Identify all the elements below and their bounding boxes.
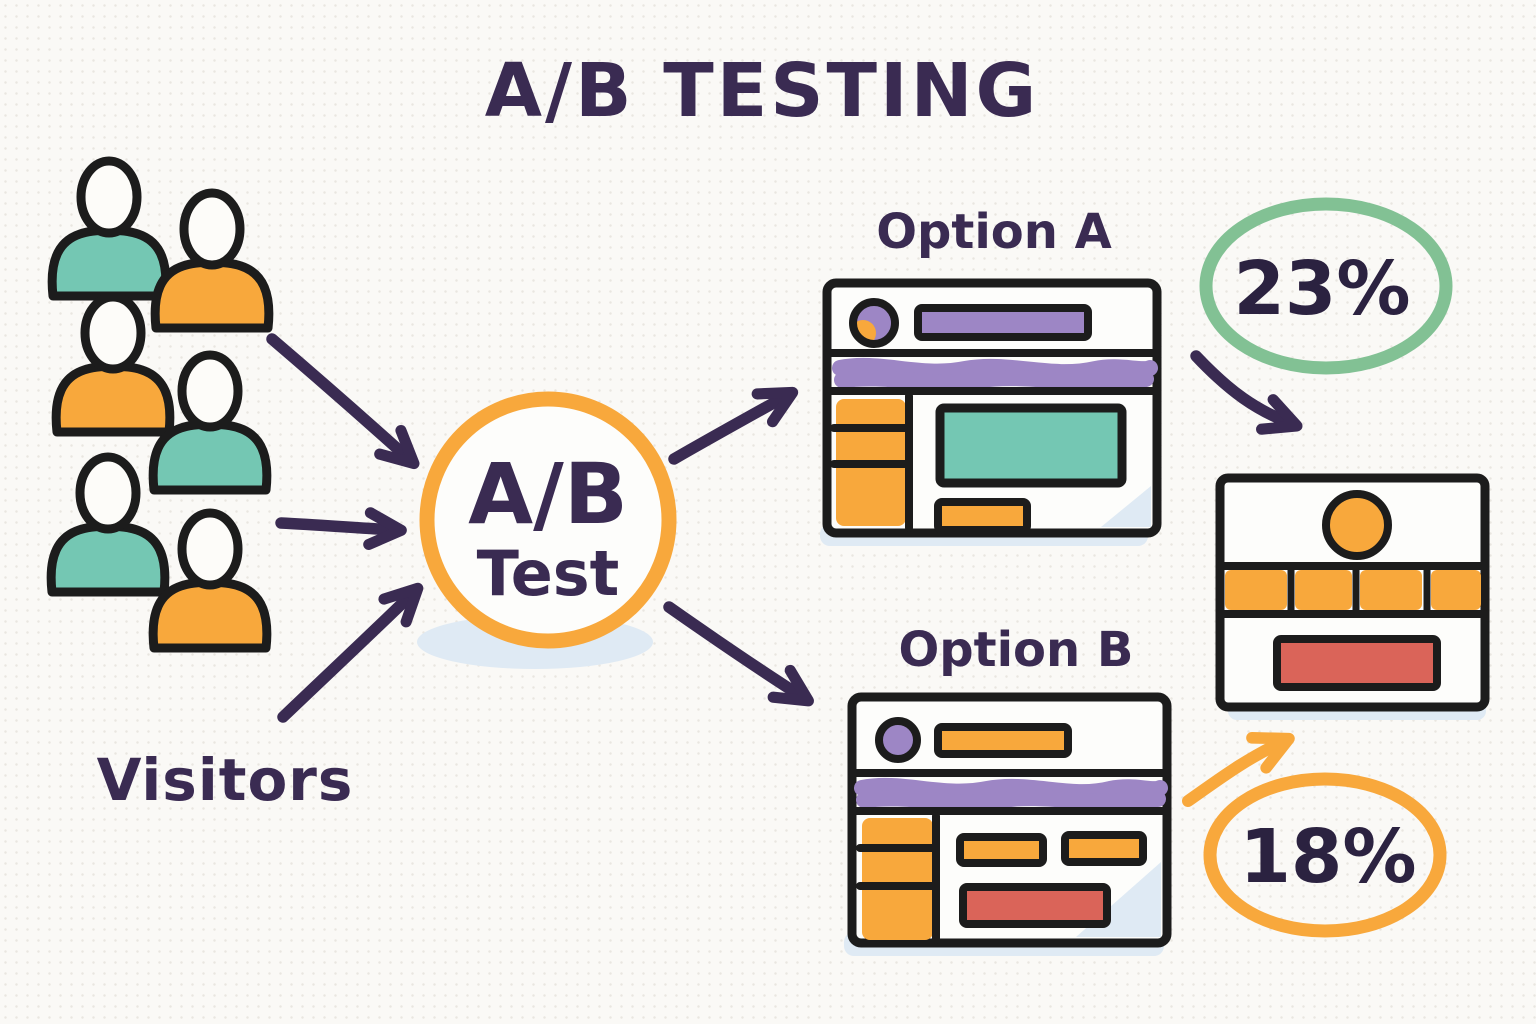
ab-test-label-line1: A/B bbox=[468, 445, 628, 543]
ab-test-label-line2: Test bbox=[477, 537, 620, 610]
conversion-b-circle bbox=[1203, 772, 1447, 938]
arrow-to-option-a bbox=[668, 386, 799, 465]
conversion-a-circle bbox=[1199, 197, 1453, 375]
option-b-label: Option B bbox=[898, 622, 1133, 678]
option-b-button bbox=[956, 833, 1047, 867]
conversion-b-value: 18% bbox=[1239, 814, 1416, 900]
option-b: Option B bbox=[844, 622, 1172, 956]
arrow-to-option-b bbox=[663, 601, 815, 707]
option-a-avatar-icon bbox=[849, 298, 899, 348]
visitor-arrows bbox=[266, 333, 424, 723]
option-b-button bbox=[1061, 831, 1147, 866]
visitor-arrow-middle bbox=[275, 507, 407, 551]
arrow-b-to-result bbox=[1182, 732, 1295, 807]
result-menu-cells bbox=[1225, 570, 1481, 610]
result-avatar-icon bbox=[1322, 490, 1392, 560]
page-title: A/B TESTING bbox=[485, 48, 1039, 134]
result-cta-block bbox=[1273, 635, 1441, 691]
conversion-b: 18% bbox=[1182, 732, 1447, 938]
option-a-search-bar bbox=[914, 304, 1092, 341]
option-b-avatar-icon bbox=[875, 717, 921, 763]
option-b-sidebar bbox=[862, 818, 933, 940]
option-b-nav-bar bbox=[854, 777, 1168, 811]
result-panel bbox=[1215, 473, 1490, 720]
visitor-arrow-top bbox=[266, 333, 420, 470]
option-a-label: Option A bbox=[876, 204, 1112, 260]
visitor-icon bbox=[155, 193, 269, 328]
visitor-icon bbox=[51, 457, 165, 592]
ab-test-node: A/B Test bbox=[417, 391, 677, 669]
visitor-icon bbox=[153, 513, 267, 648]
option-b-search-bar bbox=[934, 723, 1072, 758]
conversion-a-value: 23% bbox=[1233, 246, 1410, 332]
arrow-a-to-result bbox=[1190, 350, 1303, 435]
option-a-corner-shade bbox=[1101, 486, 1151, 527]
visitor-icon bbox=[52, 161, 166, 296]
option-a: Option A bbox=[820, 204, 1162, 546]
ab-test-circle bbox=[419, 391, 677, 649]
option-b-hero-block bbox=[959, 883, 1111, 928]
visitors-label: Visitors bbox=[97, 746, 354, 814]
visitor-arrow-bottom bbox=[277, 582, 424, 723]
split-arrows bbox=[663, 386, 815, 707]
visitors-group: Visitors bbox=[51, 161, 354, 814]
conversion-a: 23% bbox=[1190, 197, 1453, 435]
option-a-cta-button bbox=[934, 498, 1031, 534]
option-a-nav-bar bbox=[832, 357, 1158, 391]
option-a-hero-block bbox=[935, 403, 1127, 488]
